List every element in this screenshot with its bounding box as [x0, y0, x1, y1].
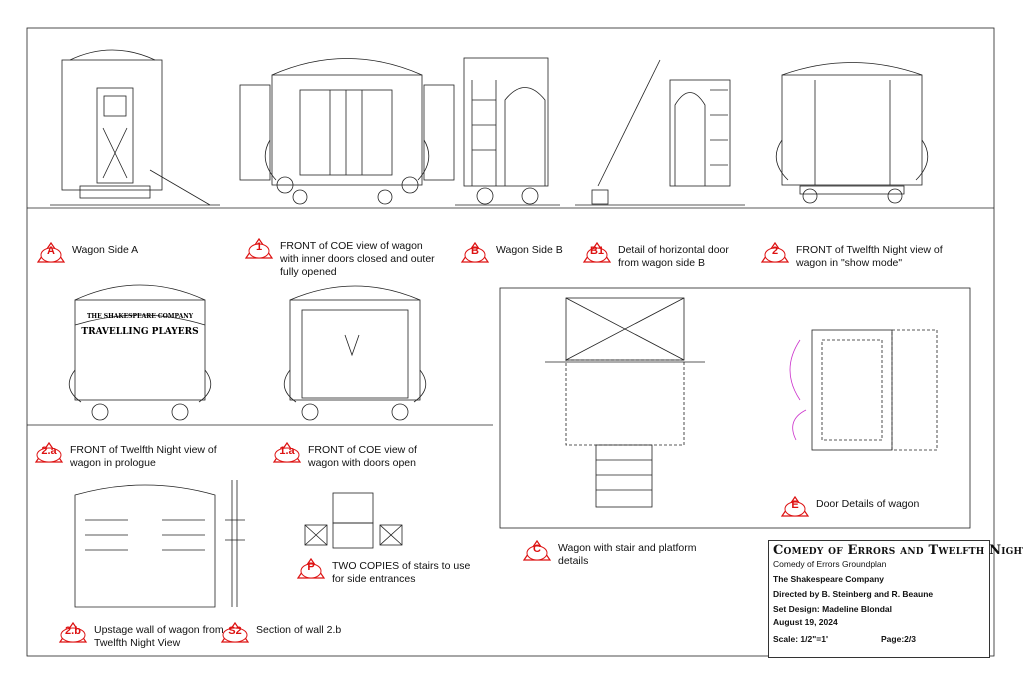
drawing-door-details-e	[789, 329, 938, 451]
view-label-b: B Wagon Side B	[460, 240, 563, 266]
view-key: 1.a	[279, 445, 295, 457]
view-key: B1	[589, 245, 605, 257]
title-block-date: August 19, 2024	[773, 617, 838, 627]
view-marker-icon: B	[460, 240, 490, 266]
drawing-side-stairs-p	[304, 492, 403, 549]
view-caption: Wagon with stair and platform details	[558, 542, 697, 567]
view-label-2: 2 FRONT of Twelfth Night view of wagon i…	[760, 240, 950, 270]
view-caption: Detail of horizontal door from wagon sid…	[618, 244, 729, 269]
view-marker-icon: C	[522, 538, 552, 564]
view-marker-icon: 2	[760, 240, 790, 266]
view-marker-icon: 2.b	[58, 620, 88, 646]
banner-line-1: THE SHAKESPEARE COMPANY	[87, 313, 194, 320]
view-marker-icon: P	[296, 556, 326, 582]
view-label-1a: 1.a FRONT of COE view of wagon with door…	[272, 440, 442, 470]
view-label-s2: S2 Section of wall 2.b	[220, 620, 360, 646]
drawing-wall-section-s2	[225, 480, 245, 607]
drawing-front-tn-show-2	[775, 62, 929, 204]
title-block-title: Comedy of Errors and Twelfth Night	[773, 543, 1023, 558]
view-marker-icon: A	[36, 240, 66, 266]
view-caption: FRONT of Twelfth Night view of wagon in …	[796, 244, 943, 269]
view-caption: FRONT of COE view of wagon with doors op…	[308, 444, 417, 469]
drawing-upstage-wall-2b	[74, 484, 216, 608]
view-marker-icon: E	[780, 494, 810, 520]
view-label-p: P TWO COPIES of stairs to use for side e…	[296, 556, 481, 586]
title-block-design: Set Design: Madeline Blondal	[773, 604, 893, 614]
view-marker-icon: 1	[244, 236, 274, 262]
drawing-wagon-side-a	[50, 49, 220, 206]
view-key: 2.b	[65, 625, 81, 637]
drawing-stair-platform-c	[545, 297, 705, 508]
view-label-b1: B1 Detail of horizontal door from wagon …	[582, 240, 752, 270]
title-block-company: The Shakespeare Company	[773, 574, 885, 584]
view-label-2a: 2.a FRONT of Twelfth Night view of wagon…	[34, 440, 244, 470]
view-key: P	[307, 561, 315, 573]
view-key: 1	[255, 241, 263, 253]
view-label-2b: 2.b Upstage wall of wagon from Twelfth N…	[58, 620, 228, 650]
drawing-wagon-side-b	[455, 57, 560, 206]
view-key: S2	[228, 625, 242, 637]
view-marker-icon: S2	[220, 620, 250, 646]
view-marker-icon: B1	[582, 240, 612, 266]
banner-line-2: TRAVELLING PLAYERS	[81, 327, 198, 337]
view-caption: Door Details of wagon	[816, 498, 920, 510]
title-block: Comedy of Errors and Twelfth Night Comed…	[768, 540, 1023, 658]
view-label-c: C Wagon with stair and platform details	[522, 538, 702, 568]
view-marker-icon: 1.a	[272, 440, 302, 466]
detail-box-c-e	[499, 287, 971, 529]
view-key: E	[791, 499, 799, 511]
view-key: C	[533, 543, 541, 555]
view-marker-icon: 2.a	[34, 440, 64, 466]
drawing-horizontal-door-b1	[575, 59, 745, 206]
drawing-front-coe-1	[239, 58, 455, 205]
view-caption: Wagon Side A	[72, 244, 139, 256]
view-key: B	[471, 245, 479, 257]
view-caption: FRONT of Twelfth Night view of wagon in …	[70, 444, 217, 469]
drawing-front-coe-open-1a	[283, 285, 427, 421]
view-label-e: E Door Details of wagon	[780, 494, 919, 520]
view-caption: Upstage wall of wagon from Twelfth Night…	[94, 624, 224, 649]
view-key: A	[47, 245, 55, 257]
view-caption: TWO COPIES of stairs to use for side ent…	[332, 560, 471, 585]
title-block-directed: Directed by B. Steinberg and R. Beaune	[773, 589, 934, 599]
view-label-a: A Wagon Side A	[36, 240, 138, 266]
title-block-subtitle: Comedy of Errors Groundplan	[773, 559, 887, 569]
view-key: 2	[771, 245, 779, 257]
title-block-scale: Scale: 1/2"=1'	[773, 634, 828, 644]
view-key: 2.a	[41, 445, 57, 457]
view-caption: FRONT of COE view of wagon with inner do…	[280, 240, 435, 278]
title-block-page: Page:2/3	[881, 634, 916, 644]
view-caption: Section of wall 2.b	[256, 624, 342, 636]
view-label-1: 1 FRONT of COE view of wagon with inner …	[244, 236, 444, 279]
view-caption: Wagon Side B	[496, 244, 563, 256]
sheet-border	[26, 27, 995, 657]
drawing-front-tn-prologue-2a	[68, 284, 212, 421]
